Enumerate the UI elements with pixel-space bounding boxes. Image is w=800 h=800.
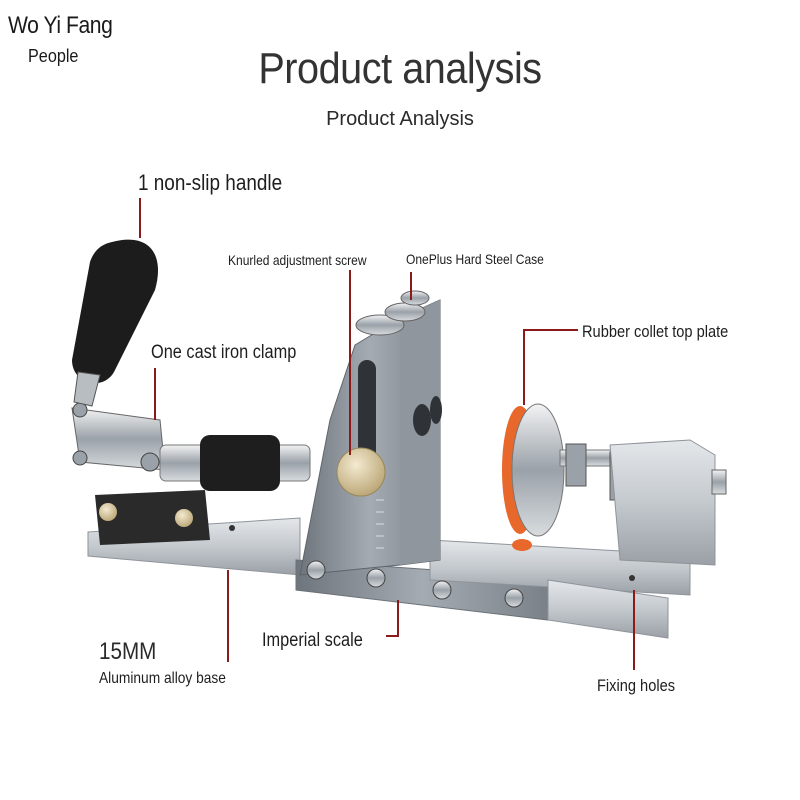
label-imperial-scale: Imperial scale: [262, 630, 363, 651]
drill-guide-housing: [299, 290, 524, 608]
label-fixing-holes: Fixing holes: [597, 676, 676, 695]
label-rubber-collet: Rubber collet top plate: [582, 322, 729, 341]
non-slip-handle: [72, 239, 159, 407]
label-handle: 1 non-slip handle: [138, 170, 283, 195]
end-block: [609, 439, 727, 566]
cast-iron-clamp: [71, 402, 311, 491]
brand-name: Wo Yi Fang: [8, 12, 113, 39]
label-steel-case: OnePlus Hard Steel Case: [406, 251, 544, 267]
brand-sub: People: [28, 46, 79, 66]
page-subtitle: Product Analysis: [326, 108, 474, 130]
page-title: Product analysis: [258, 44, 542, 93]
label-aluminum-base: Aluminum alloy base: [99, 670, 226, 687]
leader-lines: [139, 198, 635, 670]
clamp-block: [95, 490, 210, 545]
label-cast-iron-clamp: One cast iron clamp: [151, 342, 297, 363]
label-15mm: 15MM: [99, 638, 157, 665]
knurled-screw: [336, 447, 386, 497]
steel-case-top: [355, 290, 430, 336]
label-knurled-screw: Knurled adjustment screw: [228, 252, 367, 268]
